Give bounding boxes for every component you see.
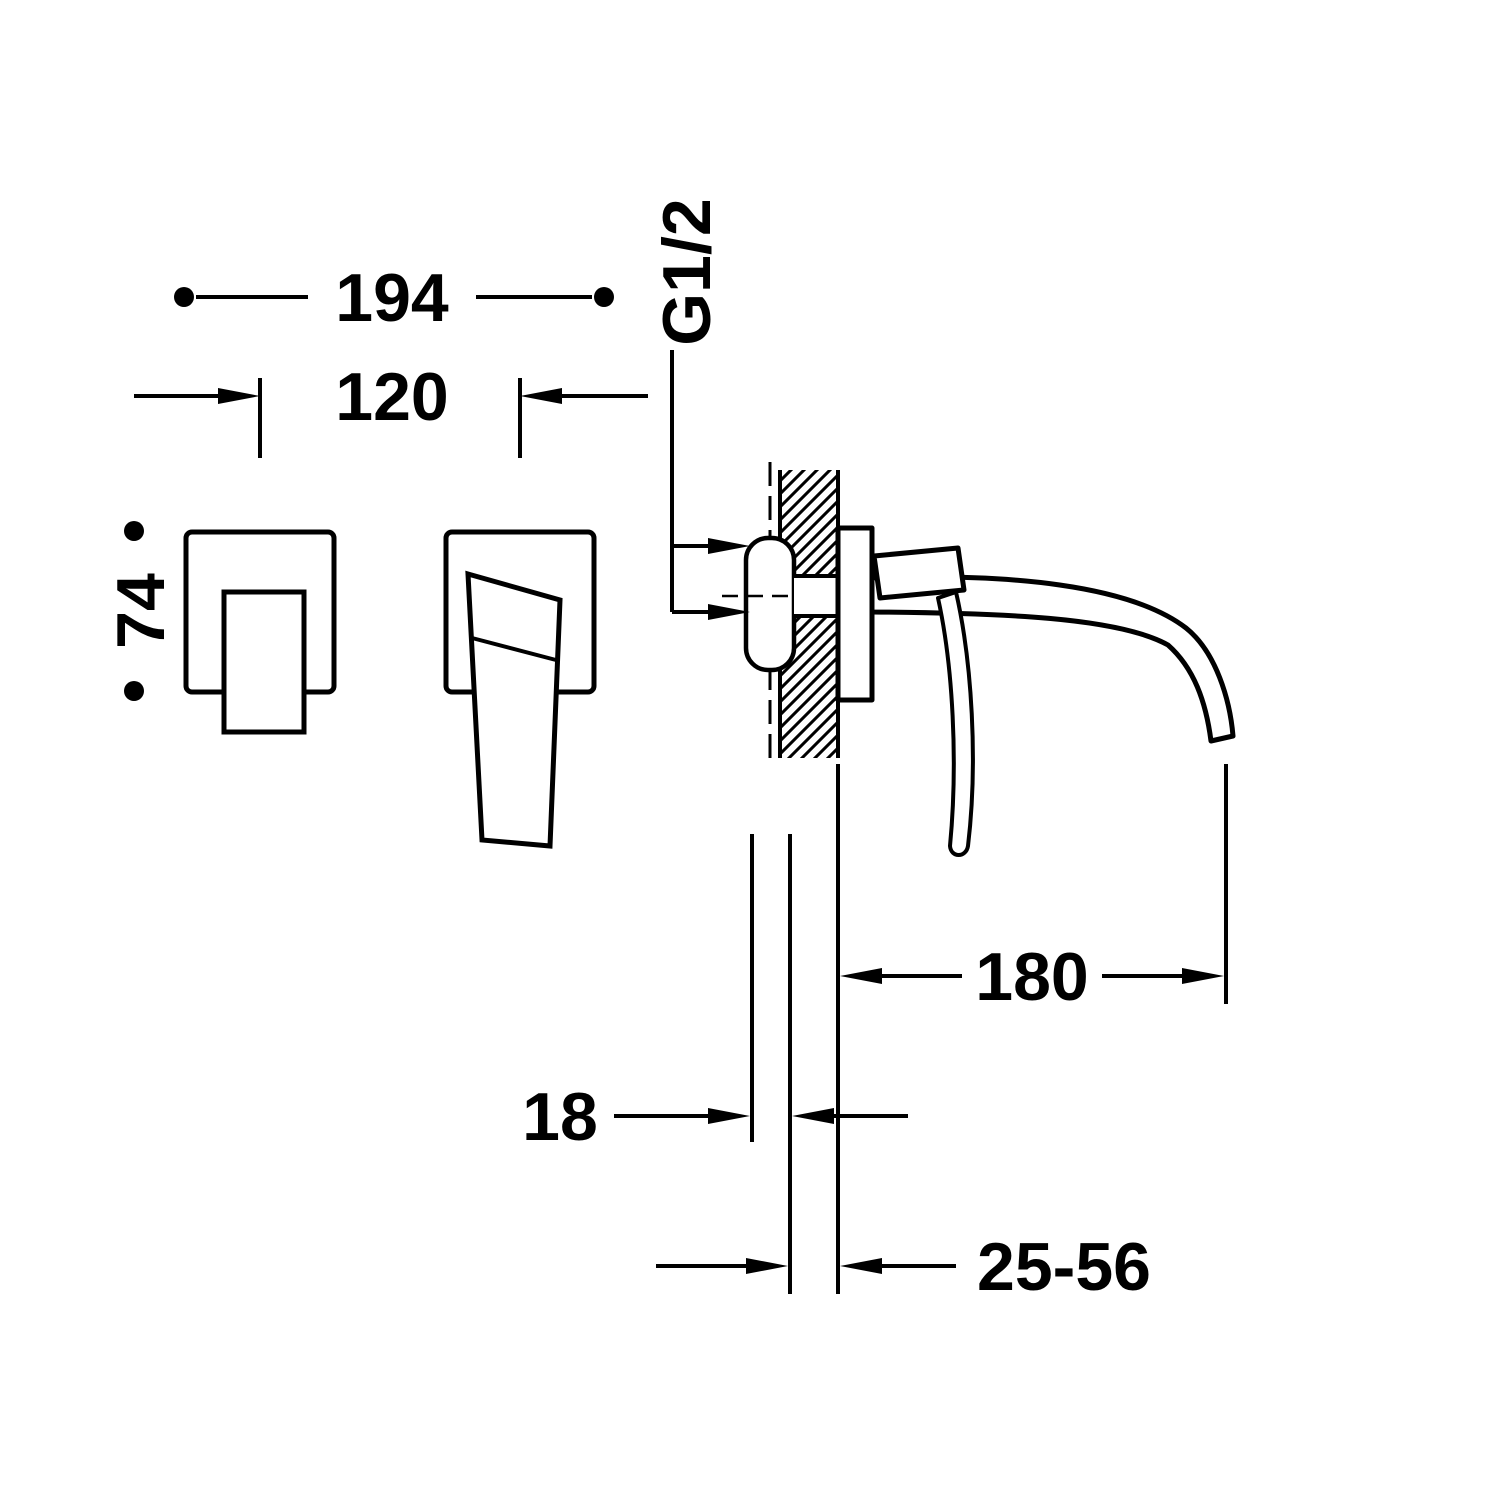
arrowhead-right: [218, 388, 260, 404]
side-view-faucet: [835, 525, 1236, 857]
dimension-18: 18: [522, 1079, 908, 1155]
arrowhead-left: [840, 968, 882, 984]
dim-dot-left: [174, 287, 194, 307]
spout-side: [869, 574, 1236, 744]
lever-arm-side: [936, 590, 975, 857]
dim-label-25-56: 25-56: [977, 1229, 1151, 1305]
dimension-194: 194: [174, 260, 614, 336]
dim-label-180: 180: [975, 939, 1088, 1015]
arrowhead-left: [792, 1108, 834, 1124]
dim-label-18: 18: [522, 1079, 598, 1155]
dim-label-74: 74: [103, 573, 179, 649]
arrowhead-bottom: [708, 604, 750, 620]
dimension-120: 120: [134, 359, 648, 458]
dimension-180: 180: [840, 939, 1224, 1015]
pipe-through-wall: [794, 576, 840, 616]
concealed-valve-body: [743, 535, 797, 673]
arrowhead-right: [1182, 968, 1224, 984]
front-view-left-plate: [183, 529, 337, 735]
dim-dot-top: [124, 521, 144, 541]
extension-lines: [750, 764, 1228, 1294]
dim-label-194: 194: [335, 260, 449, 336]
dimension-74: 74: [103, 521, 179, 701]
arrowhead-right: [746, 1258, 788, 1274]
lever-handle-front: [465, 570, 563, 849]
handle-front: [221, 589, 307, 735]
arrowhead-left: [840, 1258, 882, 1274]
lever-edge-line: [471, 636, 557, 662]
front-view-right-plate: [443, 529, 597, 849]
dim-dot-bottom: [124, 681, 144, 701]
arrowhead-right: [708, 1108, 750, 1124]
arrowhead-top: [708, 538, 750, 554]
escutcheon-plate-side: [835, 525, 875, 703]
side-view-body: [722, 535, 840, 673]
dim-dot-right: [594, 287, 614, 307]
arrowhead-left: [520, 388, 562, 404]
dim-label-120: 120: [335, 359, 448, 435]
lever-head-side: [871, 545, 967, 601]
dimension-25-56: 25-56: [656, 1229, 1151, 1305]
thread-label-g12: G1/2: [649, 198, 725, 345]
callout-g12: G1/2: [649, 198, 750, 620]
